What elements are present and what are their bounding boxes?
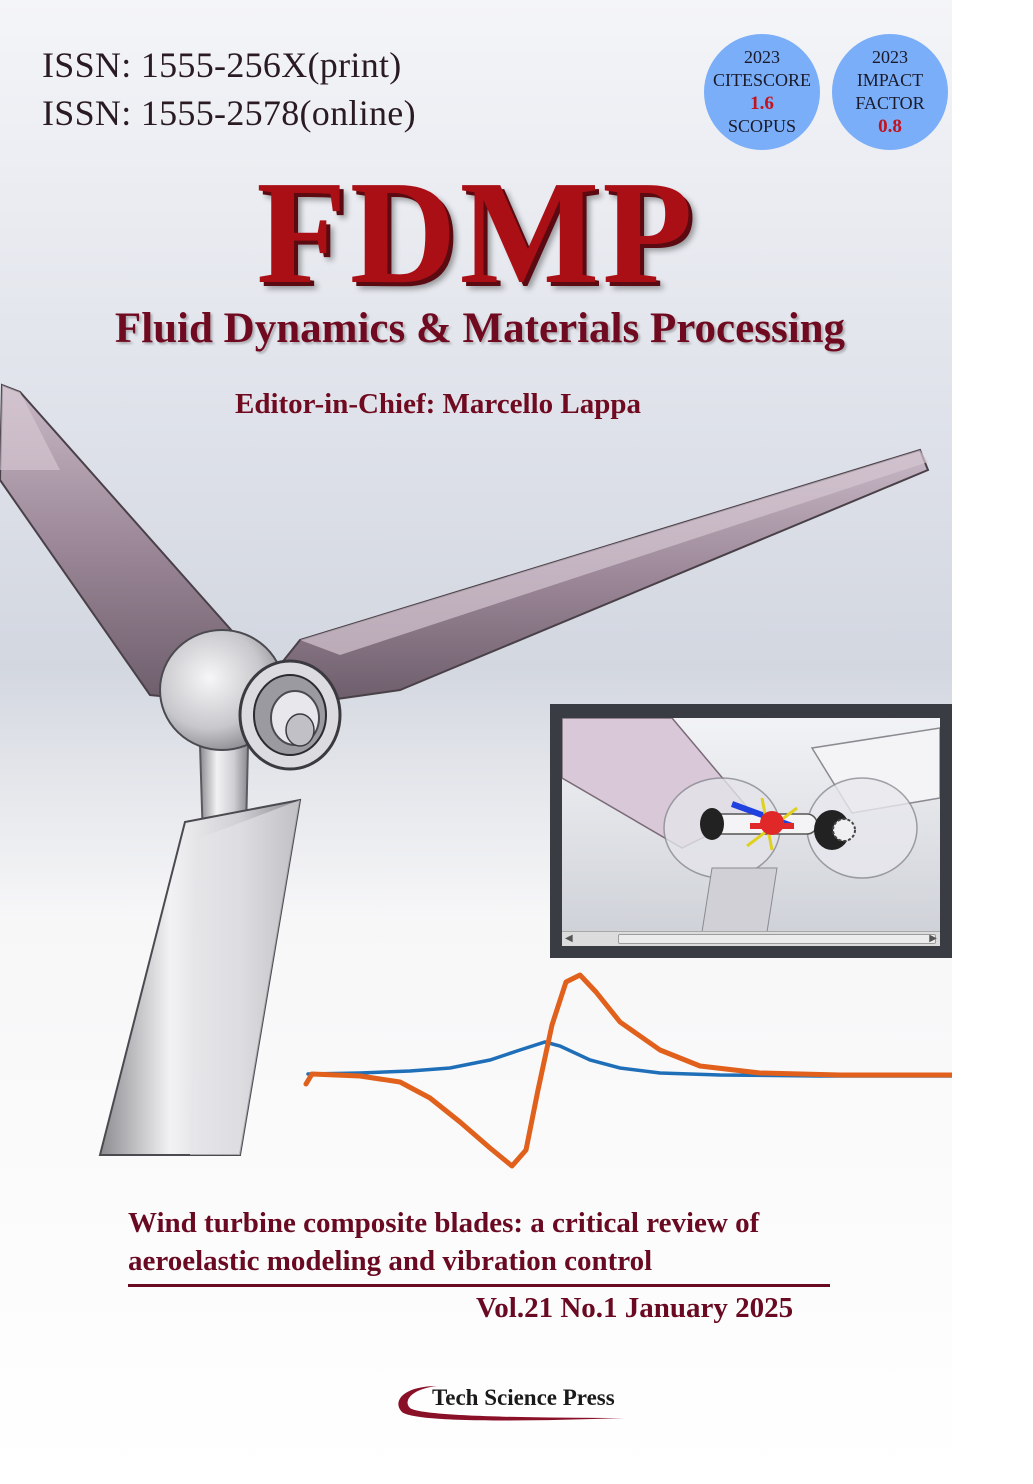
swoosh-icon: [398, 1386, 624, 1421]
scroll-left-icon[interactable]: ◀: [565, 933, 573, 944]
publisher-logo: Tech Science Press: [392, 1380, 632, 1424]
response-curves: [303, 972, 952, 1169]
citescore-year: 2023: [744, 47, 780, 67]
citescore-value: 1.6: [750, 93, 774, 114]
simulation-inset-window: ◀ ▶: [550, 704, 952, 958]
scroll-right-icon[interactable]: ▶: [929, 933, 937, 944]
simulation-viewport: ◀ ▶: [562, 718, 940, 946]
scrollbar-thumb[interactable]: [618, 934, 936, 944]
citescore-label: CITESCORE: [712, 70, 811, 90]
curve-orange: [303, 972, 952, 1169]
article-title: Wind turbine composite blades: a critica…: [128, 1204, 848, 1280]
citescore-badge: 2023 CITESCORE 1.6 SCOPUS: [704, 34, 820, 150]
citescore-source: SCOPUS: [727, 116, 797, 136]
impact-factor-value: 0.8: [878, 116, 902, 137]
journal-cover: ISSN: 1555-256X(print) ISSN: 1555-2578(o…: [0, 0, 952, 1484]
journal-title: Fluid Dynamics & Materials Processing: [114, 305, 846, 352]
curve-blue: [306, 1040, 952, 1078]
issue-info: Vol.21 No.1 January 2025: [476, 1292, 794, 1324]
wind-turbine-illustration: [0, 383, 930, 1156]
impact-factor-badge: 2023 IMPACT FACTOR 0.8: [832, 34, 948, 150]
article-title-line-1: Wind turbine composite blades: a critica…: [128, 1207, 760, 1239]
divider-rule: [128, 1284, 830, 1287]
horizontal-scrollbar[interactable]: ◀ ▶: [562, 931, 940, 946]
editor-in-chief: Editor-in-Chief: Marcello Lappa: [235, 388, 641, 420]
hub-closeup-illustration: [562, 718, 940, 933]
journal-acronym: FDMP: [256, 151, 696, 315]
issn-online: ISSN: 1555-2578(online): [42, 93, 416, 133]
impact-factor-year: 2023: [872, 47, 908, 67]
issn-print: ISSN: 1555-256X(print): [42, 45, 402, 85]
article-title-line-2: aeroelastic modeling and vibration contr…: [128, 1245, 653, 1277]
rotor-hub: [159, 629, 342, 771]
impact-factor-label-1: IMPACT: [856, 70, 924, 90]
publisher-name: Tech Science Press: [432, 1385, 615, 1410]
impact-factor-label-2: FACTOR: [855, 93, 925, 113]
